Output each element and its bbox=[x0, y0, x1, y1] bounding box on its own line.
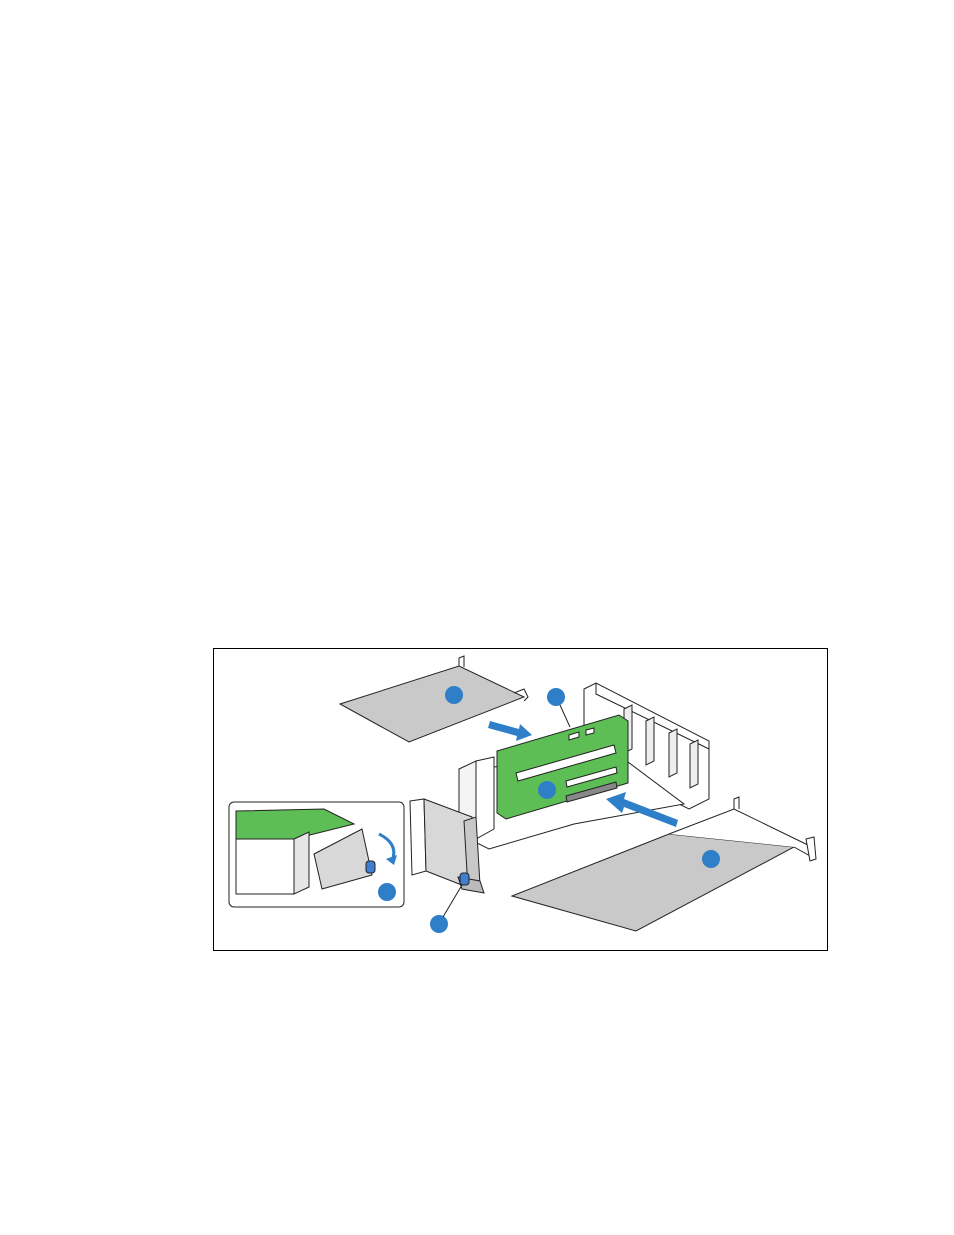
callout-4 bbox=[702, 850, 720, 868]
callout-5 bbox=[378, 883, 396, 901]
inset-detail bbox=[229, 802, 404, 907]
callout-2 bbox=[547, 688, 565, 706]
arrow-upper-card bbox=[488, 721, 532, 741]
callout-3 bbox=[538, 781, 556, 799]
callout-1 bbox=[445, 686, 463, 704]
callout-6 bbox=[430, 915, 448, 933]
figure-frame bbox=[213, 648, 828, 951]
pci-riser-cage-illustration bbox=[214, 649, 829, 952]
